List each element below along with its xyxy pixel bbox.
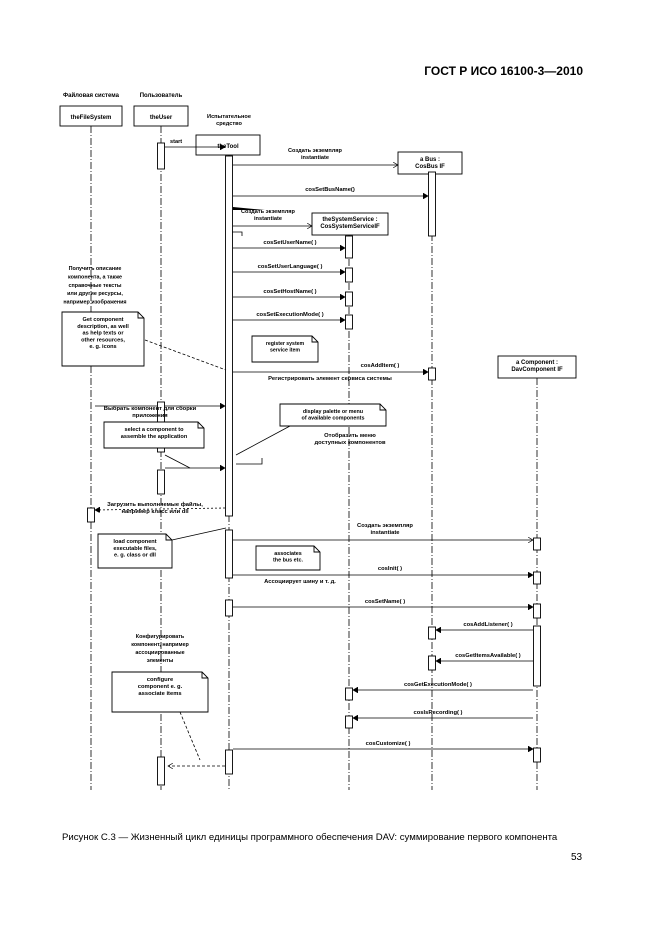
configure-connector — [179, 711, 201, 761]
bus-object-label: a Bus :CosBus IF — [415, 157, 445, 170]
figure-caption: Рисунок С.3 — Жизненный цикл единицы про… — [62, 832, 558, 843]
cosinit-label: cosInit( ) — [378, 566, 402, 572]
note-select — [103, 421, 205, 449]
note-connector — [144, 339, 227, 371]
customize-label: cosCustomize( ) — [366, 741, 411, 747]
filesystem-activation — [87, 507, 95, 523]
component-activation — [533, 625, 541, 687]
tool-activation — [225, 529, 233, 579]
setexecutionmode-label: cosSetExecutionMode( ) — [256, 312, 323, 318]
service-activation — [345, 291, 353, 307]
component-activation — [533, 603, 541, 619]
setusername-label: cosSetUserName( ) — [263, 240, 316, 246]
bus-object — [397, 151, 463, 175]
component-activation — [533, 571, 541, 585]
setbusname-label: cosSetBusName() — [305, 187, 355, 193]
start-label: start — [170, 139, 182, 145]
service-activation — [345, 235, 353, 259]
user-activation — [157, 756, 165, 786]
load-files-arrow — [95, 508, 226, 510]
user-caption: Пользователь — [140, 93, 183, 99]
tool-self-loop — [232, 231, 243, 236]
page-number: 53 — [571, 852, 583, 863]
bus-activation — [428, 626, 436, 640]
tool-object — [195, 134, 261, 156]
service-activation — [345, 314, 353, 330]
getrecording-label: cosIsRecording( ) — [414, 710, 463, 716]
note-get-description-en — [61, 311, 145, 367]
filesystem-caption: Файловая система — [63, 92, 120, 99]
service-object-label: theSystemService :CosSystemServiceIF — [320, 217, 380, 230]
component-activation — [533, 537, 541, 551]
sethostname-label: cosSetHostName( ) — [263, 289, 316, 295]
note-configure-en — [111, 671, 209, 713]
service-activation — [345, 267, 353, 283]
note-register — [251, 335, 319, 363]
register-item-ru-label: Регистрировать элемент сервиса системы — [268, 376, 392, 382]
note-display — [279, 403, 387, 427]
filesystem-object-label: theFileSystem — [71, 115, 112, 121]
note-associate — [255, 545, 321, 571]
load-connector — [171, 527, 227, 541]
setname-label: cosSetName( ) — [365, 599, 405, 605]
component-activation — [533, 747, 541, 763]
tool-activation — [225, 599, 233, 617]
standard-header: ГОСТ Р ИСО 16100-3—2010 — [424, 64, 583, 78]
service-activation — [345, 715, 353, 729]
tool-activation — [225, 749, 233, 775]
getitems-label: cosGetItemsAvailable( ) — [455, 653, 521, 659]
note-load — [97, 533, 173, 569]
tool-object-label: theTool — [217, 144, 239, 150]
getexecmode-label: cosGetExecutionMode( ) — [404, 682, 472, 688]
tool-activation-main — [225, 155, 233, 517]
bus-activation — [428, 171, 436, 237]
display-connector — [235, 425, 291, 456]
user-activation — [157, 142, 165, 170]
bus-activation — [428, 367, 436, 381]
select-diagonal — [164, 454, 191, 469]
bus-activation — [428, 655, 436, 671]
service-activation — [345, 687, 353, 701]
setuserlanguage-label: cosSetUserLanguage( ) — [258, 264, 323, 270]
component-object-label: a Component :DavComponent IF — [511, 360, 563, 373]
user-activation — [157, 469, 165, 495]
associate-ru-label: Ассоциирует шину и т. д. — [264, 579, 336, 585]
addlistener-label: cosAddListener( ) — [463, 622, 512, 628]
user-object-label: theUser — [150, 115, 173, 121]
additem-label: cosAddItem( ) — [361, 363, 400, 369]
load-files-ru-label: Загрузить выполняемые файлы,например кла… — [107, 501, 203, 515]
display-self-call — [236, 458, 263, 465]
